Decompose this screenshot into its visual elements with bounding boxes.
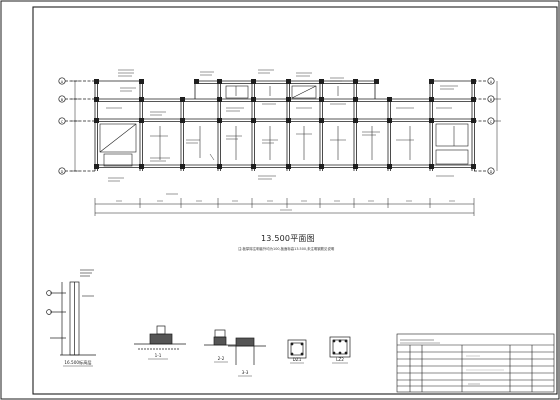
grid-row-label-right-b: B: [490, 98, 493, 102]
plan-note: 注:板厚除注明者外均为100,板面标高13.500,未注明钢筋见说明: [238, 247, 335, 251]
transverse-beams: [94, 81, 475, 171]
grid-row-label-right-a: A: [490, 80, 493, 84]
elevation-label: 16.500标高层: [64, 359, 91, 366]
section-label-dz1: DZ1: [293, 357, 302, 362]
grid-bubbles-right: [474, 77, 495, 175]
plan-title: 13.500平面图: [261, 234, 315, 243]
section-3-3: [228, 337, 266, 377]
inner-border: [32, 6, 558, 395]
columns: [94, 79, 476, 169]
notes-and-title-block: [396, 333, 555, 393]
dimension-line-bottom: [94, 198, 475, 216]
floor-plan: [58, 69, 501, 216]
grid-row-label-b: B: [61, 98, 64, 102]
grid-row-label-c: C: [61, 120, 64, 124]
section-label-2-2: 2-2: [218, 356, 225, 361]
stair-openings: [99, 85, 469, 167]
grid-bubbles-left: [58, 77, 95, 175]
section-2-2: [204, 329, 240, 363]
column-elevation: [46, 269, 96, 367]
grid-row-label-right-d: D: [490, 170, 493, 174]
section-dz1: [287, 339, 307, 364]
section-details: [134, 325, 351, 377]
section-label-3-3: 3-3: [242, 370, 249, 375]
section-label-1-1: 1-1: [155, 353, 162, 358]
section-lz2: [329, 336, 351, 364]
grid-row-label-a: A: [61, 80, 64, 84]
section-1-1: [134, 325, 186, 360]
dimension-line-sides: [71, 80, 501, 172]
longitudinal-beams: [95, 80, 474, 168]
grid-row-label-d: D: [61, 170, 64, 174]
grid-row-label-right-c: C: [490, 120, 493, 124]
rebar-vertical-marks: [159, 86, 455, 160]
section-label-lz2: LZ2: [336, 357, 344, 362]
rebar-annotations: [106, 69, 458, 195]
